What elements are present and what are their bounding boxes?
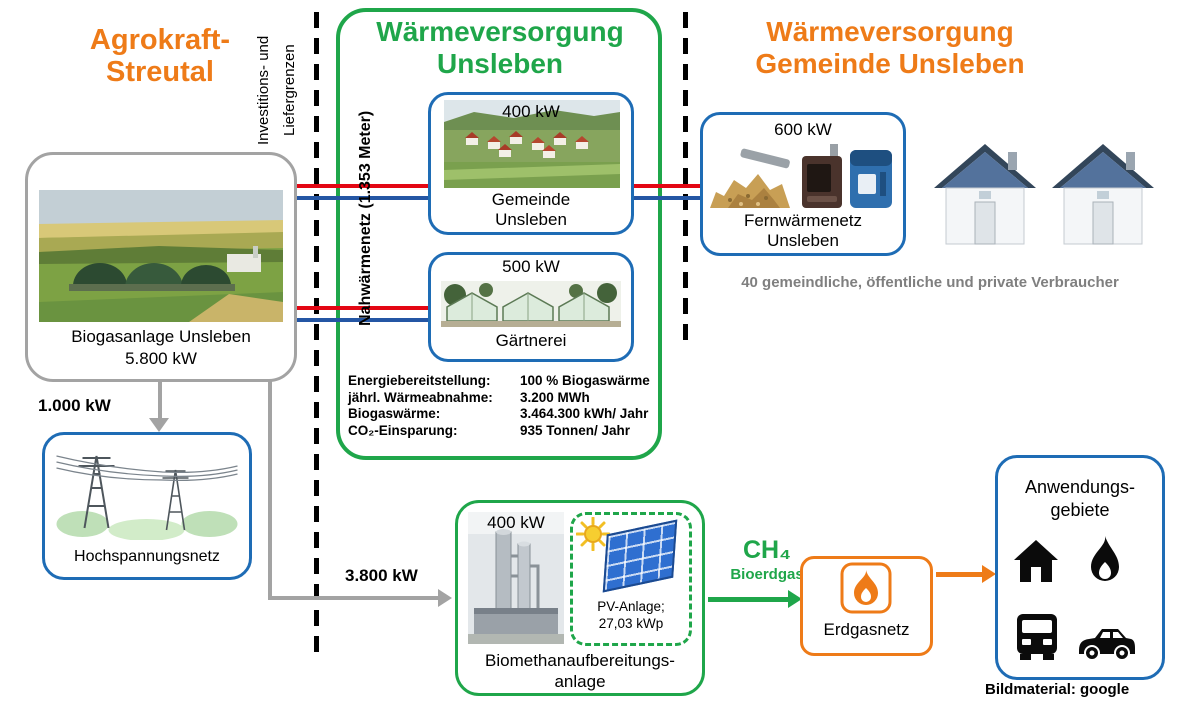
biogas-plant-photo xyxy=(39,190,283,322)
stat-label-3: CO₂-Einsparung: xyxy=(348,422,458,438)
boundary-line-right xyxy=(683,12,688,348)
biogas-plant-name: Biogasanlage Unsleben xyxy=(71,327,251,346)
consumers-note: 40 gemeindliche, öffentliche und private… xyxy=(741,274,1119,291)
woodchips-image xyxy=(710,148,790,208)
methane-connector-vertical xyxy=(268,380,272,600)
houses-image xyxy=(933,143,1155,245)
stat-label-0: Energiebereitstellung: xyxy=(348,373,491,388)
erdgasnetz-name: Erdgasnetz xyxy=(823,620,910,639)
flow-line-red-gemeinde xyxy=(295,184,432,188)
car-icon xyxy=(1079,629,1135,661)
biomethane-plant-photo xyxy=(468,512,564,644)
flow-line-blue-gemeinde xyxy=(295,196,432,200)
boundary-line-left xyxy=(314,12,319,660)
power-lines-image xyxy=(56,455,238,540)
gemeinde-photo xyxy=(444,100,620,188)
stat-label-2: Biogaswärme: xyxy=(348,406,441,421)
methane-flow-label: 3.800 kW xyxy=(345,566,418,585)
flow-line-blue-gaertnerei xyxy=(295,318,432,322)
flow-line-red-gaertnerei xyxy=(295,306,432,310)
bus-icon xyxy=(1017,614,1057,660)
pv-label: PV-Anlage; 27,03 kWp xyxy=(597,599,665,631)
right-region-title: Wärmeversorgung Gemeinde Unsleben xyxy=(755,16,1025,80)
biogas-plant-power: 5.800 kW xyxy=(125,349,197,368)
sun-icon xyxy=(576,517,610,551)
boiler-image xyxy=(802,144,892,208)
image-credit: Bildmaterial: google xyxy=(985,681,1130,698)
biomethane-power: 400 kW xyxy=(487,513,545,532)
flame-app-icon xyxy=(1091,536,1119,581)
stat-value-2: 3.464.300 kWh/ Jahr xyxy=(520,406,649,421)
biomethane-name: Biomethanaufbereitungs- anlage xyxy=(485,651,675,691)
grid-arrow-head xyxy=(149,418,169,432)
flow-line-red-fernwaerme xyxy=(632,184,704,188)
fernwaerme-power: 600 kW xyxy=(774,120,832,139)
pv-dashed-box xyxy=(570,512,692,646)
gemeinde-name: Gemeinde Unsleben xyxy=(491,190,571,229)
ch4-label: CH₄ xyxy=(742,536,792,564)
left-region-title: Agrokraft- Streutal xyxy=(89,24,231,89)
fernwaerme-name: Fernwärmenetz Unsleben xyxy=(743,211,863,250)
grid-flow-label: 1.000 kW xyxy=(38,396,111,415)
gaertnerei-power: 500 kW xyxy=(502,257,560,276)
flow-line-blue-fernwaerme xyxy=(632,196,704,200)
heat-stats: Energiebereitstellung: 100 % Biogaswärme… xyxy=(348,373,660,438)
methane-connector-horizontal xyxy=(268,596,440,600)
bioerdgas-label: Bioerdgas xyxy=(730,566,804,583)
applications-title: Anwendungs- gebiete xyxy=(1024,477,1136,520)
heat-network-label: Nahwärmenetz (1.353 Meter) xyxy=(357,110,374,326)
stat-label-1: jährl. Wärmeabnahme: xyxy=(348,389,493,405)
stat-value-0: 100 % Biogaswärme xyxy=(520,373,650,388)
grid-box xyxy=(42,432,252,580)
stat-value-1: 3.200 MWh xyxy=(520,389,590,405)
methane-arrow-head xyxy=(438,589,452,607)
gaertnerei-name: Gärtnerei xyxy=(495,331,567,350)
grid-name: Hochspannungsnetz xyxy=(74,548,220,565)
stat-value-3: 935 Tonnen/ Jahr xyxy=(520,422,631,438)
flame-icon xyxy=(840,562,892,614)
gemeinde-power: 400 kW xyxy=(502,102,560,121)
heat-supply-title: Wärmeversorgung Unsleben xyxy=(376,16,624,80)
grid-arrow-shaft xyxy=(158,380,162,420)
erdgas-arrow-shaft xyxy=(936,572,984,577)
house-icon xyxy=(1014,540,1058,582)
ch4-arrow-head xyxy=(788,590,802,608)
ch4-arrow-shaft xyxy=(708,597,790,602)
gaertnerei-photo xyxy=(441,281,621,327)
erdgas-arrow-head xyxy=(982,565,996,583)
